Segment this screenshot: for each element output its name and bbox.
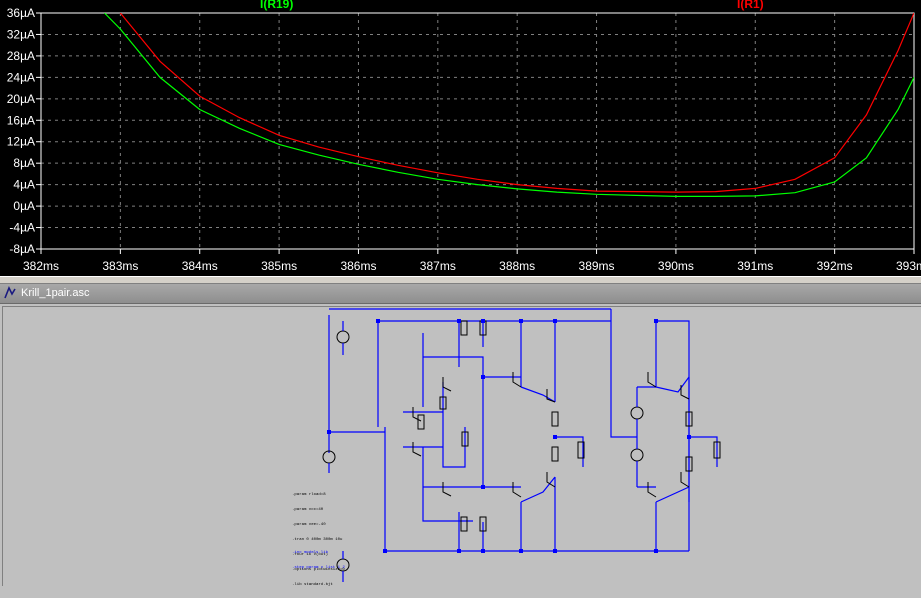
spice-line[interactable]: .options plotwinsize=0	[292, 568, 345, 572]
y-tick-label: -4µA	[9, 221, 35, 235]
power-rails	[328, 308, 690, 552]
y-tick-label: 36µA	[7, 6, 35, 20]
x-tick-label: 383ms	[102, 259, 138, 273]
y-tick-label: 0µA	[13, 199, 35, 213]
plot-frame	[40, 12, 915, 250]
schematic-document-icon	[4, 286, 16, 299]
spice-line[interactable]: .inc models.lib	[292, 551, 329, 555]
spice-line[interactable]: .param vee=-40	[292, 523, 326, 527]
schematic-window-title: Krill_1pair.asc	[21, 287, 90, 299]
schematic-titlebar[interactable]: Krill_1pair.asc	[0, 284, 921, 304]
waveform-chart[interactable]: 36µA 32µA 28µA 24µA 20µA 16µA 12µA 8µA 4µA 0µA -4µ…	[0, 0, 921, 276]
x-tick-label: 385ms	[261, 259, 297, 273]
trace-i-r19[interactable]	[104, 13, 915, 197]
y-tick-label: 16µA	[7, 113, 35, 127]
y-tick-label: 32µA	[7, 27, 35, 41]
y-tick-label: 24µA	[7, 70, 35, 84]
spice-line[interactable]: .tran 0 400m 300m 10u	[292, 538, 343, 542]
x-tick-label: 392ms	[817, 259, 853, 273]
spice-directives-blue[interactable]: .inc models.lib .step param x list 1 2	[292, 541, 345, 581]
spice-line[interactable]: .step param x list 1 2	[292, 566, 345, 570]
x-tick-label: 391ms	[737, 259, 773, 273]
x-axis-labels: 382ms 383ms 384ms 385ms 386ms 387ms 388ms 389ms…	[23, 259, 921, 273]
x-tick-label: 393ms	[896, 259, 921, 273]
y-axis-labels: 36µA 32µA 28µA 24µA 20µA 16µA 12µA 8µA 4µA 0µA -4µ…	[7, 6, 35, 256]
waveform-plot-pane[interactable]: 36µA 32µA 28µA 24µA 20µA 16µA 12µA 8µA 4µA 0µA -4µ…	[0, 0, 921, 276]
x-tick-label: 387ms	[420, 259, 456, 273]
x-tick-label: 384ms	[182, 259, 218, 273]
y-tick-label: 4µA	[13, 178, 35, 192]
x-tick-label: 390ms	[658, 259, 694, 273]
spice-directives[interactable]: .param rload=8 .param vcc=40 .param vee=…	[292, 483, 345, 598]
trace-i-r1[interactable]	[105, 0, 915, 193]
spice-line[interactable]: .param vcc=40	[292, 508, 324, 512]
input-stage	[403, 320, 487, 532]
trace-curves	[104, 0, 915, 197]
x-tick-label: 389ms	[579, 259, 615, 273]
x-tick-label: 388ms	[499, 259, 535, 273]
spice-line[interactable]: .four 1k V(out)	[292, 553, 329, 557]
y-tick-label: 8µA	[13, 156, 35, 170]
x-tick-label: 382ms	[23, 259, 59, 273]
junction-dots	[327, 319, 691, 553]
spice-line[interactable]: .param rload=8	[292, 493, 326, 497]
y-tick-label: 20µA	[7, 92, 35, 106]
pane-splitter[interactable]	[0, 276, 921, 284]
plot-axes	[36, 12, 915, 254]
y-tick-label: 12µA	[7, 135, 35, 149]
output-stage-1	[483, 372, 585, 503]
x-tick-label: 386ms	[340, 259, 376, 273]
schematic-window: Krill_1pair.asc	[0, 284, 921, 587]
schematic-canvas[interactable]: .param rload=8 .param vcc=40 .param vee=…	[2, 306, 921, 587]
trace-label-i-r19[interactable]: I(R19)	[260, 0, 293, 11]
plot-grid	[40, 12, 915, 250]
spice-line[interactable]: .lib standard.bjt	[292, 583, 333, 587]
trace-label-i-r1[interactable]: I(R1)	[737, 0, 764, 11]
y-tick-label: -8µA	[9, 242, 35, 256]
y-tick-label: 28µA	[7, 49, 35, 63]
output-stage-2	[637, 372, 721, 503]
schematic-drawing[interactable]	[3, 307, 920, 585]
voltage-sources	[322, 321, 644, 582]
